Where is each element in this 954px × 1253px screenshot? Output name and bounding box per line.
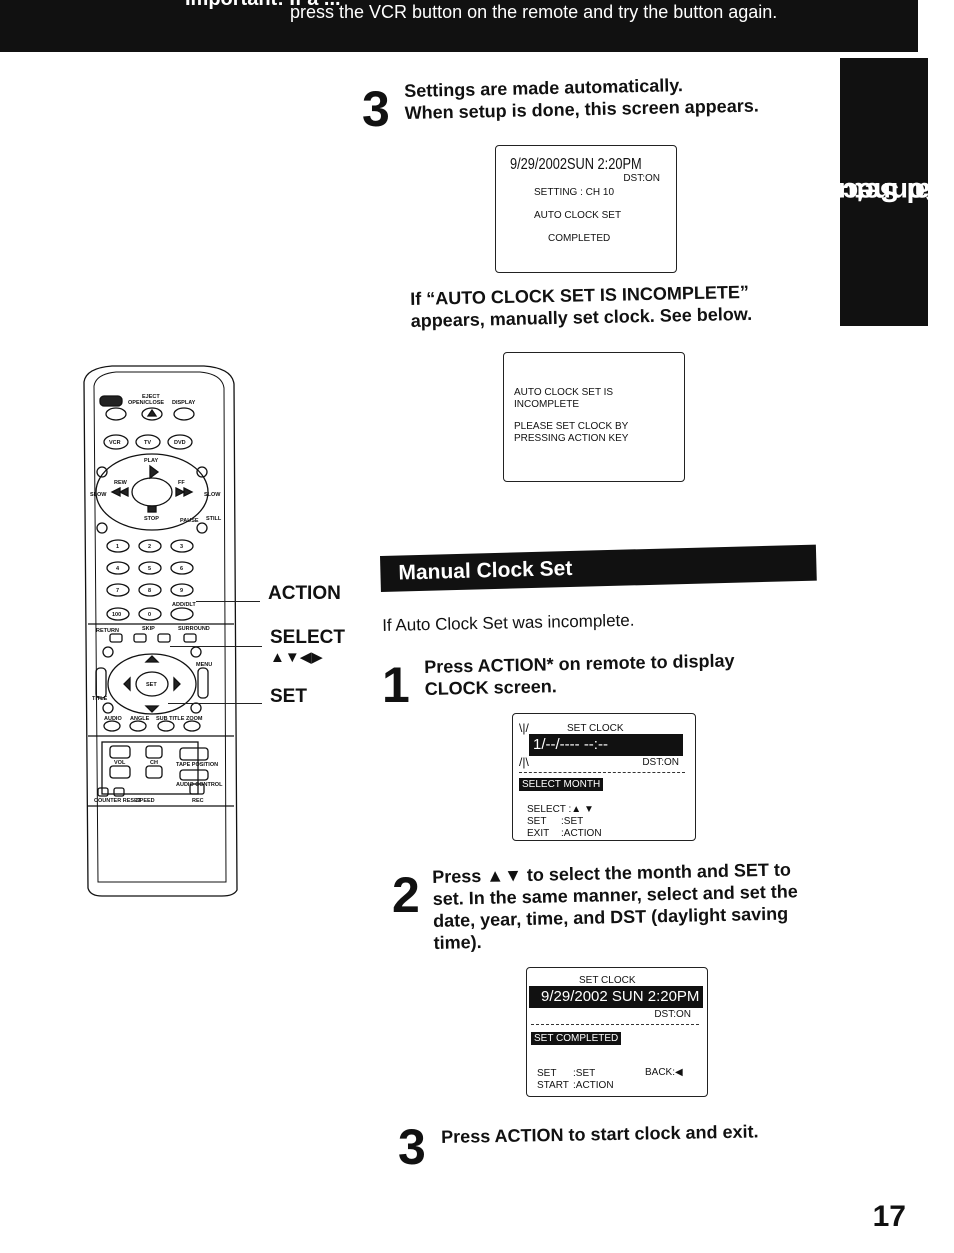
screen4-set: SET:SET [537,1068,596,1079]
screen-set-completed: SET CLOCK 9/29/2002 SUN 2:20PM DST:ON SE… [526,967,708,1097]
remote-key-6: 6 [180,566,183,572]
section-tab-line2: (Connection) [781,177,954,208]
remote-audio-label: AUDIO [104,716,122,722]
screen1-datetime: 9/29/2002SUN 2:20PM [510,156,642,173]
remote-stop-label: STOP [144,516,159,522]
set-leader-line [168,703,262,704]
action-label: ACTION [268,583,341,604]
remote-key-9: 9 [180,588,183,594]
screen-incomplete: AUTO CLOCK SET IS INCOMPLETE PLEASE SET … [503,352,685,482]
remote-subtitle-label: SUB TITLE [156,716,185,722]
step3a-number: 3 [362,81,390,137]
screen3-exit: EXIT:ACTION [527,828,602,839]
screen1-line3: AUTO CLOCK SET [534,210,622,221]
remote-play-label: PLAY [144,458,158,464]
screen-set-clock: \|/ SET CLOCK 1/--/---- --:-- /|\ DST:ON… [512,713,696,841]
screen4-field: 9/29/2002 SUN 2:20PM [529,986,703,1008]
remote-return-label: RETURN [96,628,119,634]
remote-add-dlt-label: ADD/DLT [172,602,196,608]
screen3-title: SET CLOCK [567,723,624,734]
screen3-select: SELECT :▲ ▼ [527,804,594,815]
remote-pause-label: PAUSE [180,518,199,524]
screen2-line4: PRESSING ACTION KEY [514,433,629,444]
remote-rec-label: REC [192,798,204,804]
remote-title-label: TITLE [92,696,108,702]
remote-key-0: 0 [148,612,151,618]
remote-key-4: 4 [116,566,120,572]
screen2-line2: INCOMPLETE [514,399,580,410]
remote-audio-control-label: AUDIO CONTROL [176,782,223,788]
manual-intro: If Auto Clock Set was incomplete. [382,610,635,635]
remote-tape-position-label: TAPE POSITION [176,762,218,768]
remote-surround-label: SURROUND [178,626,210,632]
manual-clock-set-banner: Manual Clock Set [380,544,817,592]
step3b-number: 3 [398,1119,426,1175]
screen-setup-complete: 9/29/2002SUN 2:20PM DST:ON SETTING : CH … [495,145,677,273]
remote-key-3: 3 [180,544,183,550]
page-number: 17 [872,1200,906,1233]
screen1-dst: DST:ON [623,173,660,184]
remote-control-illustration: EJECT OPEN/CLOSE DISPLAY VCR TV DVD PLAY… [83,365,238,897]
remote-key-5: 5 [148,566,151,572]
remote-key-100: 100 [112,612,121,618]
screen1-setting: SETTING : CH 10 [534,187,615,198]
screen1-line4: COMPLETED [548,233,611,244]
remote-counter-reset-label: COUNTER RESET [94,798,142,804]
screen3-mode: SELECT MONTH [519,778,604,791]
top-banner-text: press the VCR button on the remote and t… [290,2,778,22]
remote-key-1: 1 [116,544,119,550]
remote-dvd-label: DVD [174,440,186,446]
remote-slow-left-label: SLOW [90,492,107,498]
select-leader-line [170,646,262,647]
remote-speed-label: SPEED [136,798,155,804]
remote-angle-label: ANGLE [130,716,150,722]
screen3-field: 1/--/---- --:-- [529,734,683,756]
remote-still-label: STILL [206,516,222,522]
remote-ch-label: CH [150,760,158,766]
remote-key-2: 2 [148,544,151,550]
action-leader-line [196,601,260,602]
remote-open-close-label: OPEN/CLOSE [128,400,164,406]
remote-zoom-label: ZOOM [186,716,203,722]
set-label: SET [270,686,307,707]
select-label: SELECT [270,627,345,648]
remote-skip-label: SKIP [142,626,155,632]
screen2-line1: AUTO CLOCK SET IS [514,387,614,398]
remote-vcr-label: VCR [109,440,121,446]
sparkle-icon-bottom: /|\ [519,755,529,769]
step3a-text: Settings are made automatically. When se… [404,73,759,124]
remote-rew-label: REW [114,480,128,486]
screen2-line3: PLEASE SET CLOCK BY [514,421,629,432]
screen4-start: START:ACTION [537,1080,614,1091]
screen4-dst: DST:ON [654,1009,691,1020]
remote-ff-label: FF [178,480,185,486]
select-label-group: SELECT ▲▼◀▶ [270,628,345,668]
screen4-title: SET CLOCK [579,975,636,986]
step1-number: 1 [382,657,410,713]
remote-key-8: 8 [148,588,151,594]
remote-slow-right-label: SLOW [204,492,221,498]
section-tab: Initial Setup (Connection) [782,58,954,326]
remote-display-label: DISPLAY [172,400,196,406]
step3b-text: Press ACTION to start clock and exit. [441,1121,759,1147]
select-arrows: ▲▼◀▶ [270,649,323,666]
remote-vol-label: VOL [114,760,126,766]
remote-set-button-label: SET [146,682,157,688]
sparkle-icon: \|/ [519,721,529,735]
top-banner: Important: If a ... press the VCR button… [0,0,918,52]
incomplete-note: If “AUTO CLOCK SET IS INCOMPLETE” appear… [410,281,752,332]
screen4-back: BACK:◀ [645,1067,683,1078]
remote-eject-label: EJECT [142,394,160,400]
top-banner-partial-text: Important: If a ... [185,0,341,11]
screen3-dst: DST:ON [642,757,679,768]
step1-text: Press ACTION* on remote to display CLOCK… [424,649,735,699]
screen4-mode: SET COMPLETED [531,1032,622,1045]
remote-tv-label: TV [144,440,151,446]
step2-number: 2 [392,867,420,923]
remote-key-7: 7 [116,588,119,594]
screen3-set: SET:SET [527,816,584,827]
remote-menu-label: MENU [196,662,212,668]
step2-text: Press ▲▼ to select the month and SET to … [432,858,799,954]
